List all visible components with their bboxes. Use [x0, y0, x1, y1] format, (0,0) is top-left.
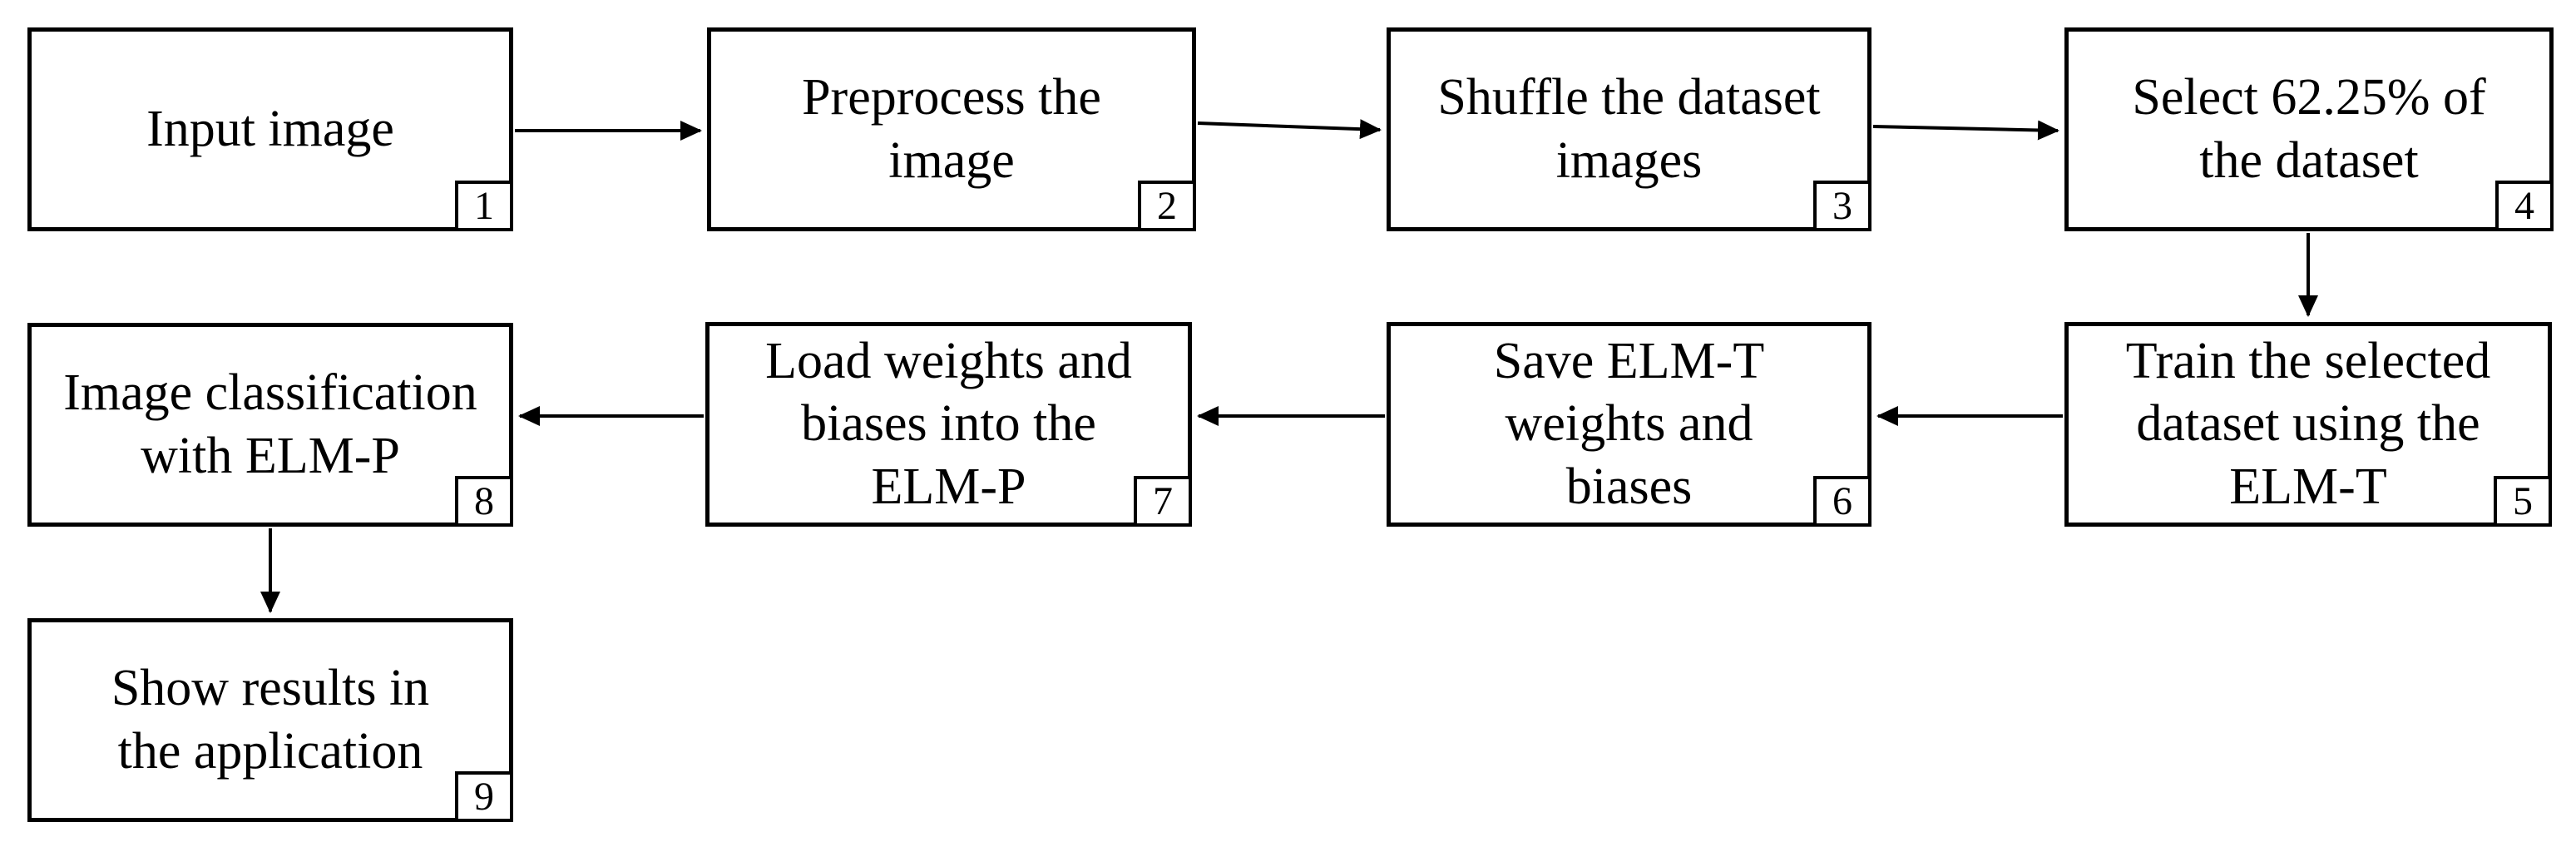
- node-input-image: Input image 1: [27, 27, 513, 231]
- node-train-elm-t: Train the selected dataset using the ELM…: [2064, 322, 2552, 527]
- step-number-badge: 1: [455, 181, 513, 231]
- node-label: Save ELM-T weights and biases: [1493, 332, 1765, 515]
- node-label: Image classification with ELM-P: [63, 364, 477, 484]
- step-number-badge: 2: [1138, 181, 1196, 231]
- node-image-classification-elm-p: Image classification with ELM-P 8: [27, 323, 513, 527]
- node-save-elm-t-weights: Save ELM-T weights and biases 6: [1387, 322, 1871, 527]
- arrow-step3-step4: [1872, 120, 2059, 141]
- step-number-badge: 6: [1813, 476, 1871, 527]
- node-label: Show results in the application: [111, 659, 430, 780]
- step-number-badge: 8: [455, 476, 513, 527]
- step-number-badge: 9: [455, 771, 513, 822]
- node-show-results: Show results in the application 9: [27, 618, 513, 822]
- step-number-badge: 7: [1134, 476, 1192, 527]
- step-number-badge: 4: [2495, 181, 2554, 231]
- node-label: Input image: [146, 100, 394, 157]
- node-select-dataset: Select 62.25% of the dataset 4: [2064, 27, 2554, 231]
- node-label: Preprocess the image: [802, 68, 1101, 189]
- node-label: Select 62.25% of the dataset: [2132, 68, 2486, 189]
- node-label: Train the selected dataset using the ELM…: [2125, 332, 2491, 515]
- node-label: Shuffle the dataset images: [1437, 68, 1821, 189]
- step-number-badge: 5: [2494, 476, 2552, 527]
- step-number-badge: 3: [1813, 181, 1871, 231]
- arrow-step2-step3: [1197, 119, 1382, 140]
- node-shuffle-dataset: Shuffle the dataset images 3: [1387, 27, 1871, 231]
- node-preprocess-image: Preprocess the image 2: [707, 27, 1196, 231]
- node-load-weights-elm-p: Load weights and biases into the ELM-P 7: [705, 322, 1192, 527]
- node-label: Load weights and biases into the ELM-P: [765, 332, 1132, 515]
